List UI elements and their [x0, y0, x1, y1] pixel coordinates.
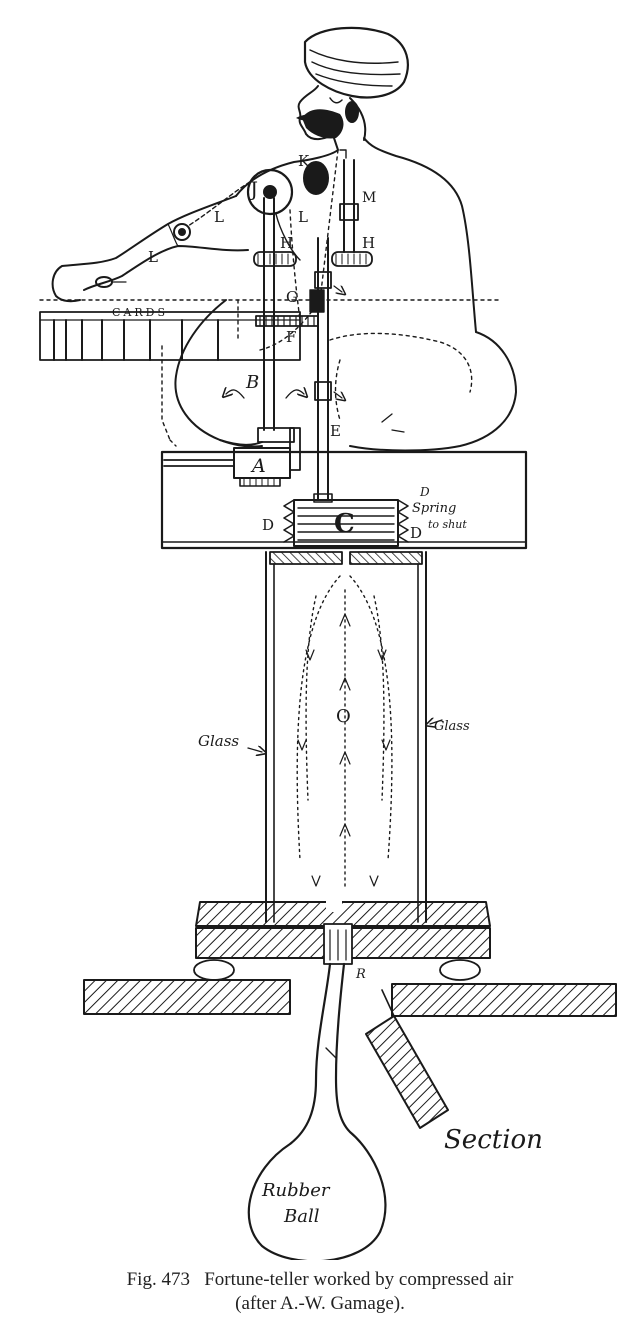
label-b: B	[245, 372, 259, 393]
diagram-labels: J K M L L L H H G F B E A C D D D Spring…	[112, 152, 543, 1227]
label-d-right: D	[410, 524, 422, 542]
label-c: C	[334, 509, 355, 539]
label-d-left: D	[262, 516, 274, 534]
cards-table	[39, 299, 501, 361]
label-f: F	[286, 328, 296, 346]
label-spring: Spring	[412, 501, 456, 516]
label-h-right: H	[362, 234, 375, 252]
glass-column	[247, 551, 443, 923]
caption-line-1: Fig. 473 Fortune-teller worked by compre…	[126, 1269, 514, 1290]
label-to-shut: to shut	[428, 518, 467, 531]
label-r: R	[355, 967, 366, 982]
mechanism	[163, 149, 373, 501]
figure-body	[51, 137, 517, 452]
floor	[83, 979, 617, 1017]
label-l-fore: L	[148, 248, 158, 266]
label-j: J	[248, 177, 258, 201]
rubber-ball	[247, 962, 387, 1260]
label-a: A	[250, 455, 266, 477]
label-d-top: D	[419, 485, 430, 499]
label-e: E	[330, 422, 341, 440]
lever-t	[365, 989, 449, 1129]
caption-line-2: (after A.-W. Gamage).	[235, 1293, 405, 1314]
label-o: O	[336, 706, 351, 727]
label-cards: CARDS	[112, 306, 168, 319]
label-k: K	[298, 152, 310, 170]
label-glass-left: Glass	[198, 732, 239, 750]
label-l-mid: L	[298, 208, 308, 226]
base-box	[160, 450, 528, 550]
label-m: M	[362, 190, 376, 206]
label-glass-right: Glass	[434, 719, 470, 734]
label-h-left: H	[280, 234, 293, 252]
figure-caption: Fig. 473 Fortune-teller worked by compre…	[0, 1268, 640, 1316]
label-ball: Ball	[283, 1206, 320, 1227]
beard	[302, 109, 344, 139]
label-section: Section	[444, 1125, 543, 1155]
label-g: G	[286, 288, 298, 306]
label-l-upper: L	[214, 208, 224, 226]
bottom-base	[193, 900, 491, 981]
fortune-teller-diagram: J K M L L L H H G F B E A C D D D Spring…	[39, 26, 617, 1260]
label-rubber: Rubber	[261, 1180, 331, 1201]
